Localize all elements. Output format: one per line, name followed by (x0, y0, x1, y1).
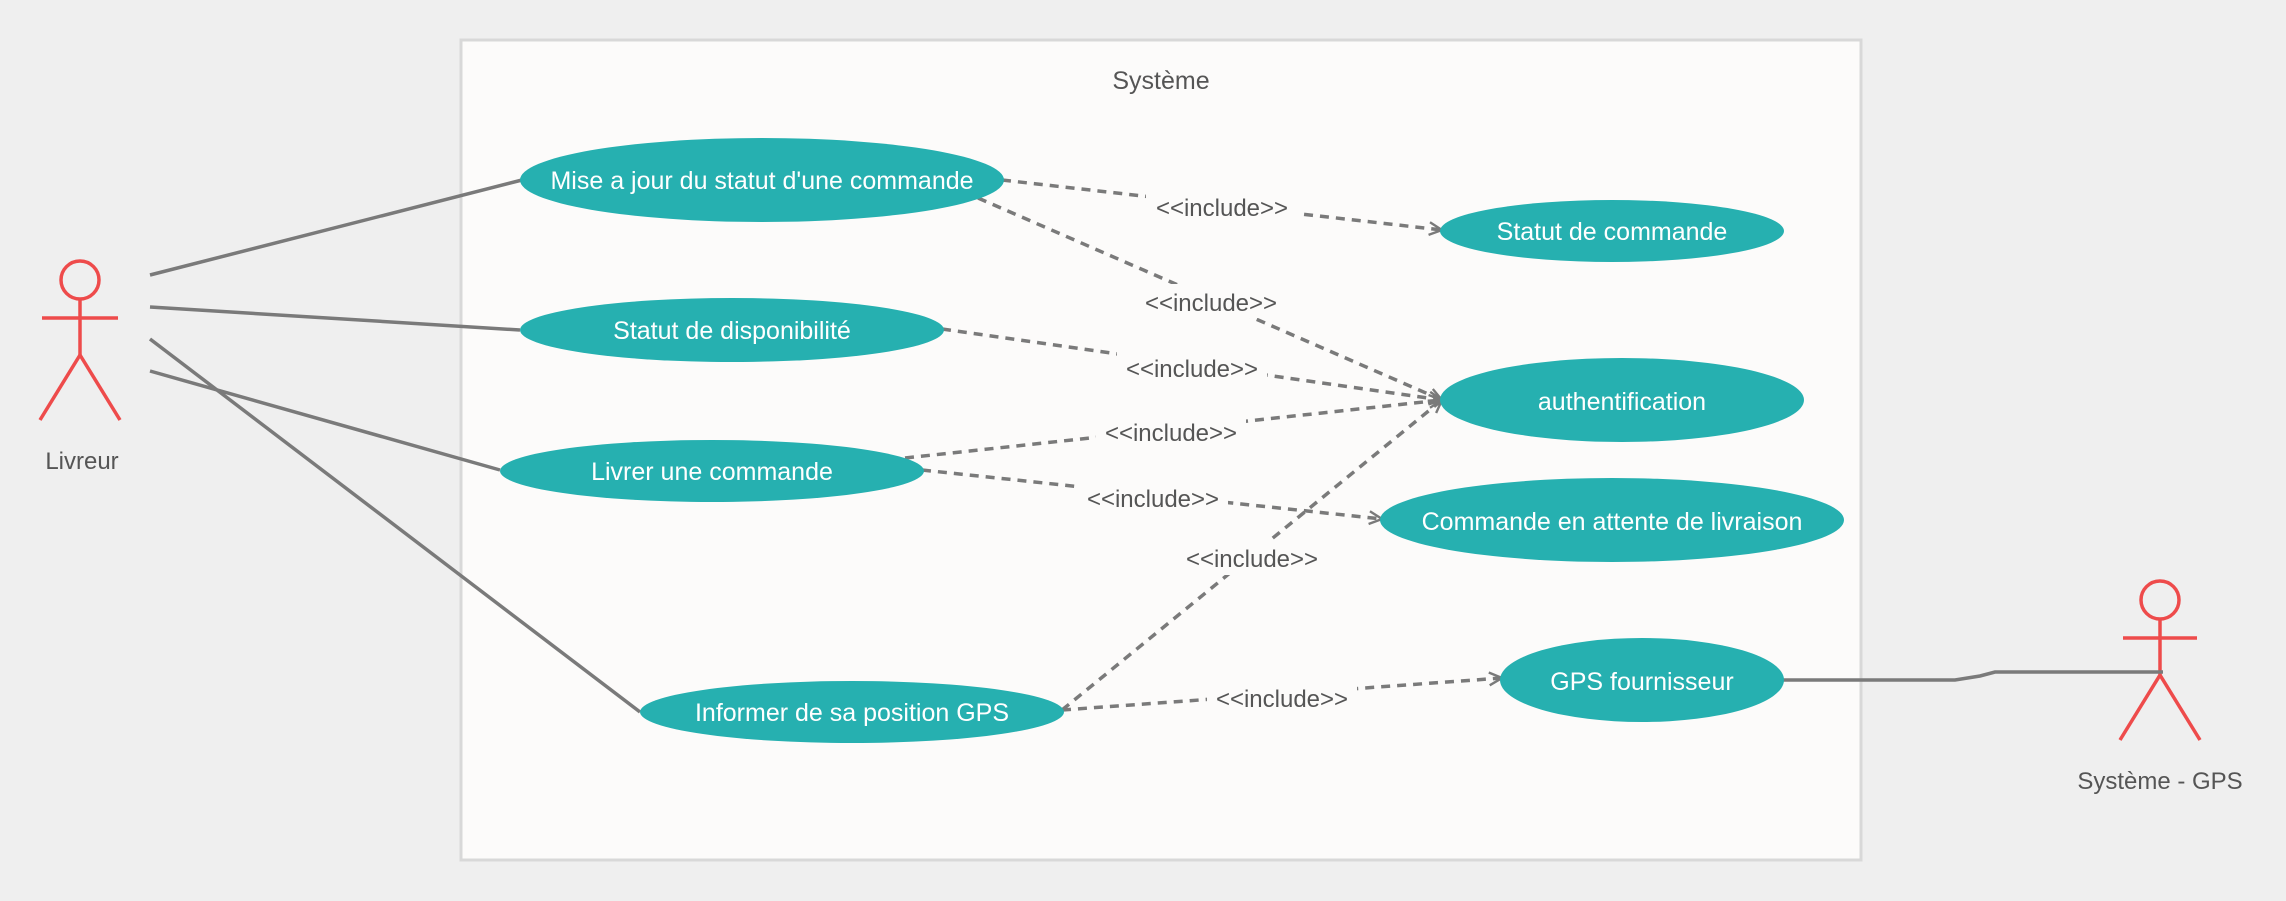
actor-stick-figure-icon (2118, 579, 2202, 741)
system-title: Système (1112, 67, 1209, 95)
include-label: <<include>> (1186, 546, 1318, 573)
association-line[interactable] (149, 305, 521, 332)
usecase-maj-statut[interactable]: Mise a jour du statut d'une commande (520, 138, 1004, 222)
include-arrow[interactable] (904, 400, 1442, 460)
association-line[interactable] (149, 178, 523, 277)
usecase-label: GPS fournisseur (1550, 668, 1733, 696)
usecase-gps-fournisseur[interactable]: GPS fournisseur (1500, 638, 1784, 722)
associations (148, 178, 2163, 714)
usecase-label: Commande en attente de livraison (1422, 508, 1803, 536)
actor-stick-figure-icon (38, 259, 122, 421)
include-arrow[interactable] (1001, 178, 1442, 230)
actor-gps-system[interactable]: Système - GPS (2077, 579, 2243, 795)
usecase-label: Statut de commande (1497, 218, 1728, 246)
include-label: <<include>> (1145, 290, 1277, 317)
include-label: <<include>> (1087, 486, 1219, 513)
usecase-label: Informer de sa position GPS (695, 699, 1009, 727)
association-line[interactable] (148, 337, 642, 714)
include-label: <<include>> (1126, 356, 1258, 383)
association-line[interactable] (149, 369, 501, 472)
usecase-commande-attente[interactable]: Commande en attente de livraison (1380, 478, 1844, 562)
include-label: <<include>> (1216, 686, 1348, 713)
include-label: <<include>> (1105, 420, 1237, 447)
actor-label-livreur: Livreur (45, 448, 118, 475)
usecase-statut-commande[interactable]: Statut de commande (1440, 200, 1784, 262)
usecase-label: Statut de disponibilité (613, 317, 851, 345)
include-label: <<include>> (1156, 195, 1288, 222)
actor-livreur[interactable]: Livreur (38, 259, 122, 475)
include-arrow[interactable] (941, 327, 1442, 400)
usecase-label: authentification (1538, 388, 1706, 416)
association-line[interactable] (1782, 670, 2163, 682)
include-arrow[interactable] (977, 196, 1442, 400)
usecase-label: Livrer une commande (591, 458, 833, 486)
usecase-livrer[interactable]: Livrer une commande (500, 440, 924, 502)
usecase-authentification[interactable]: authentification (1440, 358, 1804, 442)
usecase-label: Mise a jour du statut d'une commande (550, 167, 973, 195)
usecase-statut-dispo[interactable]: Statut de disponibilité (520, 298, 944, 362)
usecase-informer-gps[interactable]: Informer de sa position GPS (640, 681, 1064, 743)
actor-label-gps-system: Système - GPS (2077, 768, 2242, 795)
include-labels: <<include>> <<include>> <<include>> <<in… (1078, 190, 1357, 716)
